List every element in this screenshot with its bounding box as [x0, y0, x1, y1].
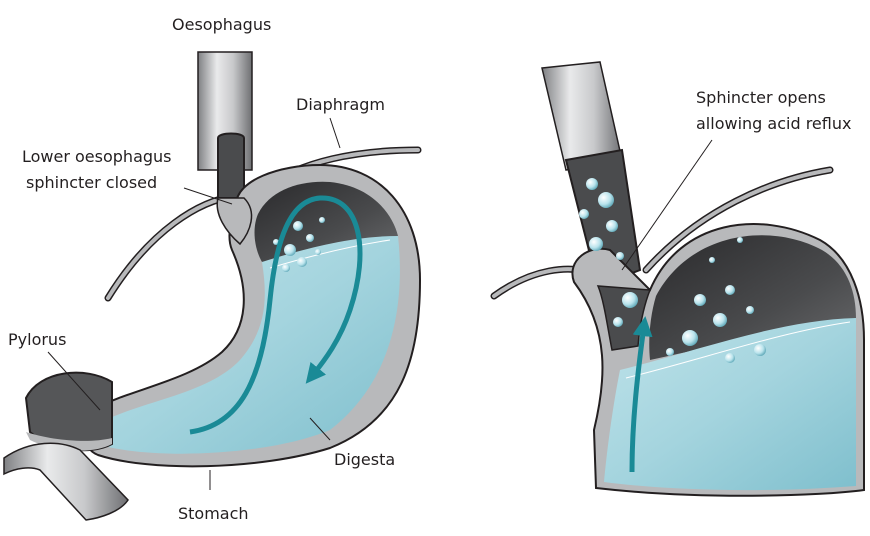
label-sphincter-opens-line1: Sphincter opens: [696, 88, 826, 107]
label-digesta: Digesta: [334, 450, 395, 469]
label-lower-sphincter-line2: sphincter closed: [26, 173, 157, 192]
label-diaphragm: Diaphragm: [296, 95, 385, 114]
label-pylorus: Pylorus: [8, 330, 66, 349]
label-stomach: Stomach: [178, 504, 249, 523]
label-sphincter-opens-line2: allowing acid reflux: [696, 114, 851, 133]
label-oesophagus: Oesophagus: [172, 15, 271, 34]
label-lower-sphincter-line1: Lower oesophagus: [22, 147, 172, 166]
